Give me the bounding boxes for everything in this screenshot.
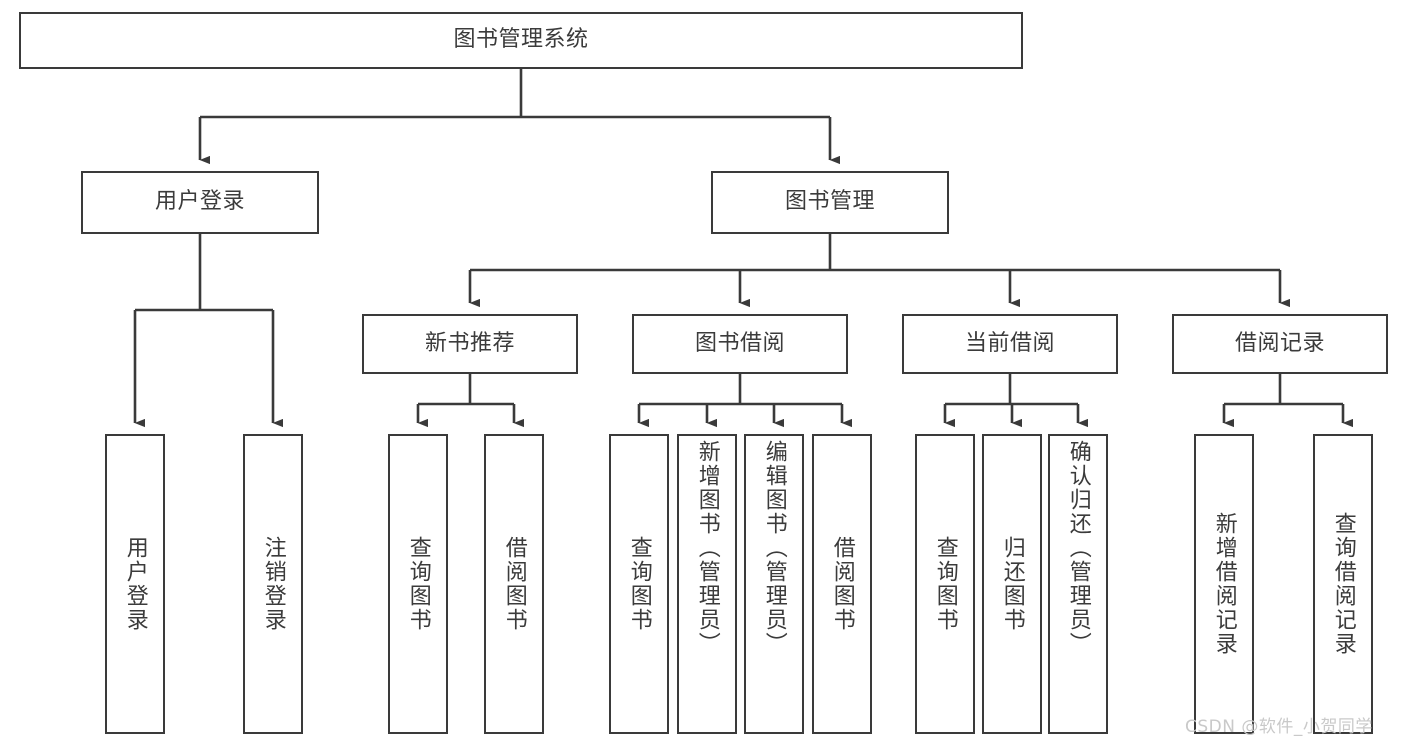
leaf-lend-book[interactable]: 借阅图书	[812, 434, 872, 734]
node-label: 确认归还（管理员）	[1065, 440, 1091, 656]
node-user-login[interactable]: 用户登录	[81, 171, 319, 234]
leaf-query-books-borrow[interactable]: 查询图书	[609, 434, 669, 734]
node-book-borrowing[interactable]: 图书借阅	[632, 314, 848, 374]
node-label: 新书推荐	[424, 330, 515, 356]
node-label: 查询图书	[932, 536, 958, 632]
node-label: 注销登录	[260, 536, 286, 632]
node-label: 用户登录	[154, 189, 245, 215]
leaf-add-borrow-record[interactable]: 新增借阅记录	[1194, 434, 1254, 734]
node-label: 当前借阅	[964, 330, 1055, 356]
node-current-borrowing[interactable]: 当前借阅	[902, 314, 1118, 374]
node-borrow-records[interactable]: 借阅记录	[1172, 314, 1388, 374]
leaf-query-books-current[interactable]: 查询图书	[915, 434, 975, 734]
leaf-return-book[interactable]: 归还图书	[982, 434, 1042, 734]
leaf-query-books-newbook[interactable]: 查询图书	[388, 434, 448, 734]
node-label: 借阅图书	[501, 536, 527, 632]
node-new-book-recommendation[interactable]: 新书推荐	[362, 314, 578, 374]
node-label: 新增图书（管理员）	[694, 440, 720, 656]
node-label: 用户登录	[122, 536, 148, 632]
node-label: 查询借阅记录	[1330, 512, 1356, 656]
leaf-edit-book-admin[interactable]: 编辑图书（管理员）	[744, 434, 804, 734]
leaf-query-borrow-record[interactable]: 查询借阅记录	[1313, 434, 1373, 734]
node-book-management[interactable]: 图书管理	[711, 171, 949, 234]
node-label: 查询图书	[626, 536, 652, 632]
leaf-borrow-books-newbook[interactable]: 借阅图书	[484, 434, 544, 734]
node-root-book-management-system[interactable]: 图书管理系统	[19, 12, 1023, 69]
node-label: 编辑图书（管理员）	[761, 440, 787, 656]
node-label: 新增借阅记录	[1211, 512, 1237, 656]
leaf-add-book-admin[interactable]: 新增图书（管理员）	[677, 434, 737, 734]
node-label: 借阅图书	[829, 536, 855, 632]
node-label: 借阅记录	[1234, 330, 1325, 356]
leaf-confirm-return-admin[interactable]: 确认归还（管理员）	[1048, 434, 1108, 734]
node-label: 归还图书	[999, 536, 1025, 632]
node-label: 图书管理系统	[453, 27, 589, 53]
node-label: 查询图书	[405, 536, 431, 632]
node-label: 图书借阅	[694, 330, 785, 356]
leaf-user-login[interactable]: 用户登录	[105, 434, 165, 734]
node-label: 图书管理	[784, 189, 875, 215]
leaf-user-logout[interactable]: 注销登录	[243, 434, 303, 734]
